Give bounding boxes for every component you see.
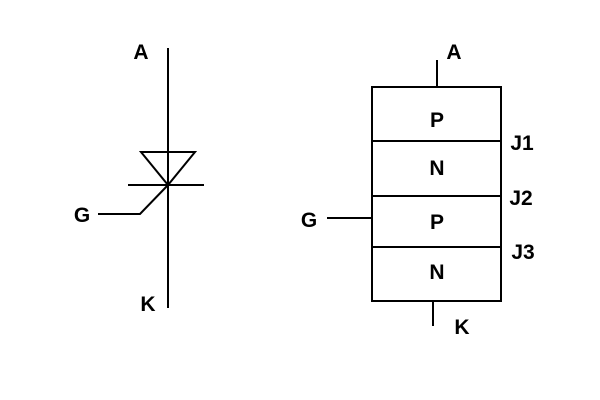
symbol-anode-label: A xyxy=(133,41,148,64)
symbol-gate-lead xyxy=(98,184,169,215)
junction-label-3: J3 xyxy=(511,241,534,264)
symbol-cathode-label: K xyxy=(140,293,155,316)
layer-label-3: P xyxy=(430,211,444,234)
structure-cathode-label: K xyxy=(454,316,469,339)
layer-label-4: N xyxy=(429,261,444,284)
structure-gate-label: G xyxy=(301,209,317,232)
pnpn-structure: A P N P N J1 J2 J3 G K xyxy=(301,41,535,339)
symbol-triangle-icon xyxy=(138,151,198,187)
structure-outline xyxy=(371,86,502,302)
layer-label-1: P xyxy=(430,109,444,132)
junction-label-2: J2 xyxy=(509,187,532,210)
junction-label-1: J1 xyxy=(510,132,534,155)
symbol-gate-label: G xyxy=(74,204,90,227)
structure-anode-label: A xyxy=(446,41,461,64)
layer-label-2: N xyxy=(429,157,444,180)
thyristor-symbol: A G K xyxy=(74,41,204,316)
